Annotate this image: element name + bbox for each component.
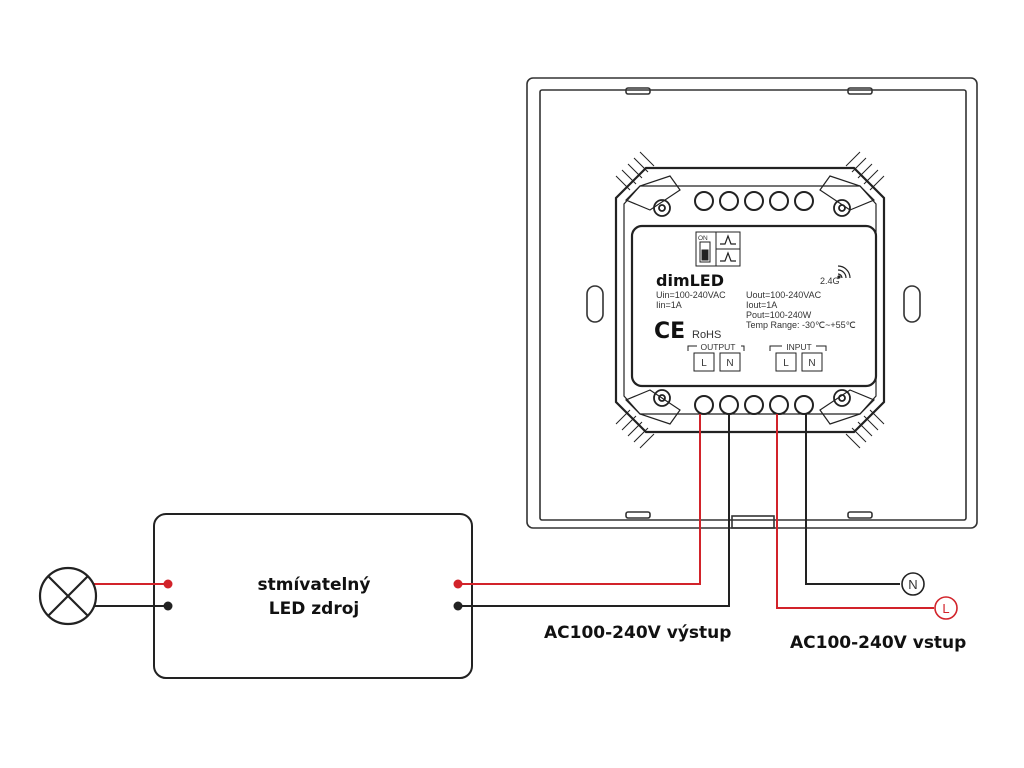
driver-out-neutral-dot [453,601,463,611]
lamp-icon [38,566,98,626]
dimmer-module [614,151,886,449]
output-spec-current: Iout=1A [746,300,777,310]
input-spec-current: Iin=1A [656,300,682,310]
mains-l-terminal [934,596,958,620]
bottom-terminal-holes [694,395,814,415]
driver-in-neutral-dot [163,601,173,611]
rf-label: 2.4G [820,276,840,286]
module-screws [653,199,851,407]
switch-on-label: ON [698,235,708,242]
input-ac-label: AC100-240V vstup [790,633,966,653]
neutral-wires [90,414,900,607]
output-l-label: L [701,358,707,369]
top-terminal-holes [694,191,814,211]
brand-label: dimLED [656,271,724,290]
output-n-label: N [726,358,733,369]
driver-out-live-dot [453,579,463,589]
input-n-label: N [808,358,815,369]
input-label-bg [782,343,816,351]
output-terminal-label: OUTPUT [701,342,736,352]
rohs-mark: RoHS [692,329,721,341]
dip-switch [695,231,741,267]
ce-mark: CE [654,319,685,344]
output-ac-label: AC100-240V výstup [544,623,731,643]
output-spec-voltage: Uout=100-240VAC [746,290,822,300]
driver-label-line2: LED zdroj [269,599,359,619]
output-label-bg [697,343,741,351]
input-l-label: L [783,358,789,369]
wireless-icon [837,265,851,279]
live-wires [90,414,934,609]
output-spec-temp: Temp Range: -30℃~+55℃ [746,320,856,330]
input-spec-voltage: Uin=100-240VAC [656,290,726,300]
driver-in-live-dot [163,579,173,589]
output-spec-power: Pout=100-240W [746,310,812,320]
mains-l-label: L [942,601,949,616]
mains-n-terminal [901,572,925,596]
led-driver-box [153,513,473,679]
mains-n-label: N [908,577,917,592]
input-terminal-label: INPUT [786,342,812,352]
wall-panel [526,77,978,529]
driver-label-line1: stmívatelný [257,575,370,595]
